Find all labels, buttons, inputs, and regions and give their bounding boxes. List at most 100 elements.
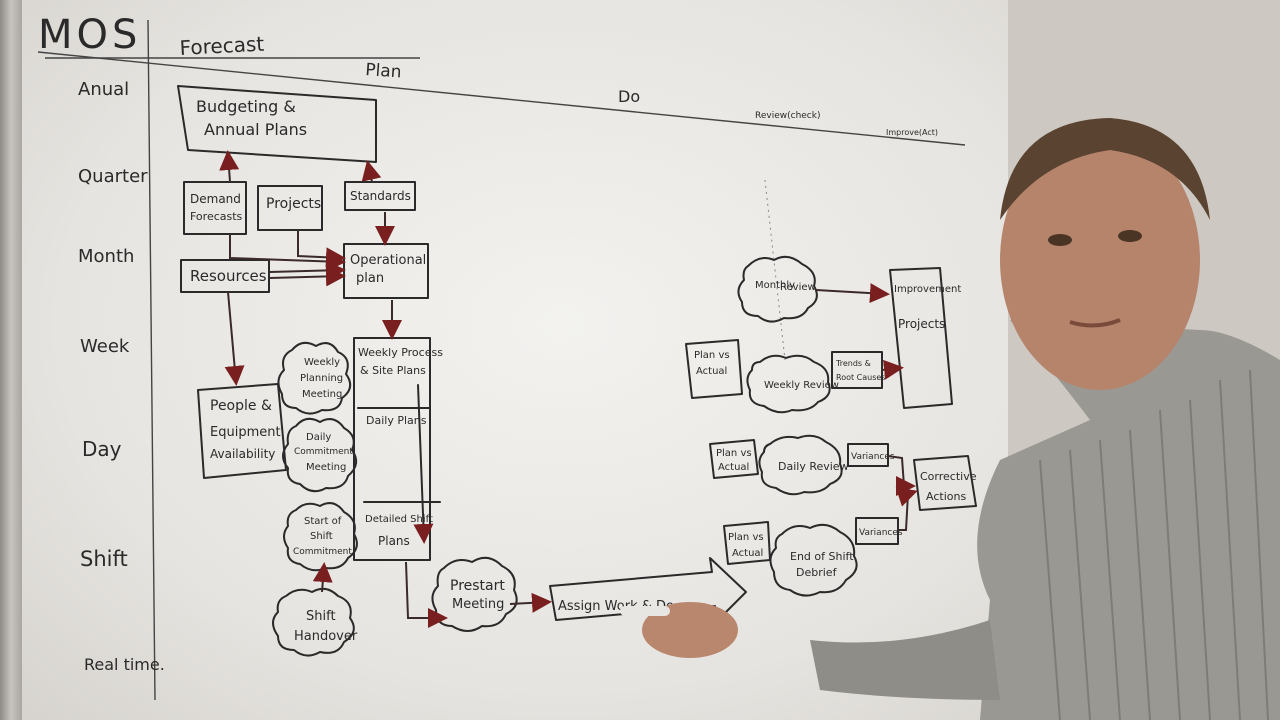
daily-commitment-label-3: Meeting xyxy=(306,462,346,473)
arrow-handover-start xyxy=(312,562,333,593)
column-plan: Plan xyxy=(365,60,402,82)
plan-actual-week-box: Plan vs Actual xyxy=(685,339,743,399)
presenter-head xyxy=(1000,130,1200,390)
corrective-actions-box: Corrective Actions xyxy=(913,455,977,511)
start-of-shift-cloud: Start of Shift Commitment xyxy=(283,502,358,572)
column-review: Review(check) xyxy=(755,111,820,121)
marker-pen xyxy=(620,606,670,616)
people-label-2: Equipment xyxy=(210,425,281,440)
standards-label: Standards xyxy=(350,189,411,203)
shift-handover-cloud: Shift Handover xyxy=(272,587,358,657)
row-header-divider xyxy=(147,19,156,701)
prestart-label-2: Meeting xyxy=(452,597,504,612)
operational-label-2: plan xyxy=(356,271,384,286)
daily-review-label: Daily Review xyxy=(778,460,849,473)
standards-box: Standards xyxy=(344,181,416,211)
demand-forecasts-box: Demand Forecasts xyxy=(183,181,247,235)
monthly-review-label-2: Review xyxy=(780,282,816,293)
monthly-review-cloud: Monthly Review xyxy=(737,255,818,323)
weekly-process-label-1: Weekly Process xyxy=(358,346,443,359)
demand-label-1: Demand xyxy=(190,192,241,206)
row-day: Day xyxy=(82,437,122,461)
projects-label: Projects xyxy=(266,196,321,212)
weekly-process-label-2: & Site Plans xyxy=(360,364,426,377)
shift-handover-label-2: Handover xyxy=(294,629,358,644)
row-quarter: Quarter xyxy=(78,166,148,187)
end-shift-label-1: End of Shift xyxy=(790,550,854,563)
daily-commitment-cloud: Daily Commitment Meeting xyxy=(282,417,358,493)
weekly-review-cloud: Weekly Review xyxy=(746,354,839,414)
end-of-shift-cloud: End of Shift Debrief xyxy=(769,523,858,597)
daily-review-cloud: Daily Review xyxy=(758,434,849,496)
resources-label: Resources xyxy=(190,267,267,285)
operational-label-1: Operational xyxy=(350,253,426,268)
people-equipment-box: People & Equipment Availability xyxy=(197,383,287,479)
arrow-variances-day-corrective xyxy=(887,455,916,496)
weekly-planning-label-3: Meeting xyxy=(302,389,342,400)
prestart-cloud: Prestart Meeting xyxy=(431,556,518,632)
projects-box: Projects xyxy=(257,185,323,231)
people-label-3: Availability xyxy=(210,447,275,461)
column-header-divider xyxy=(37,51,966,146)
plan-actual-shift-label-2: Actual xyxy=(732,548,763,559)
whiteboard-frame xyxy=(0,0,22,720)
corrective-label-2: Actions xyxy=(926,490,966,503)
end-shift-label-2: Debrief xyxy=(796,566,838,579)
presenter-hair xyxy=(1000,118,1210,220)
plan-actual-day-box: Plan vs Actual xyxy=(709,439,759,479)
budgeting-label-1: Budgeting & xyxy=(196,97,296,116)
presenter-arm xyxy=(810,620,1000,700)
arrow-trends-improvement xyxy=(881,359,904,380)
plan-actual-day-label-1: Plan vs xyxy=(716,448,752,459)
weekly-review-label: Weekly Review xyxy=(764,380,839,391)
improvement-label-2: Projects xyxy=(898,317,945,331)
row-annual: Anual xyxy=(78,79,129,100)
arrow-shift-prestart xyxy=(405,561,448,628)
arrow-projects-operational xyxy=(297,230,346,268)
variances-day-box: Variances xyxy=(847,443,895,467)
arrow-variances-shift-corrective xyxy=(895,487,918,531)
people-label-1: People & xyxy=(210,398,272,414)
start-shift-label-1: Start of xyxy=(304,516,342,527)
arrow-demand-budget xyxy=(219,150,240,183)
shift-handover-label-1: Shift xyxy=(306,609,336,624)
plan-actual-day-label-2: Actual xyxy=(718,462,749,473)
column-improve: Improve(Act) xyxy=(886,128,938,137)
row-week: Week xyxy=(80,336,130,357)
daily-plans-label: Daily Plans xyxy=(366,414,427,427)
row-realtime: Real time. xyxy=(84,655,165,674)
weekly-process-box: Weekly Process & Site Plans Daily Plans … xyxy=(353,337,443,561)
arrow-monthly-improvement xyxy=(815,283,890,304)
board-title: MOS xyxy=(38,12,141,58)
trends-label-2: Root Causes xyxy=(836,373,885,382)
row-month: Month xyxy=(78,246,134,267)
start-shift-label-2: Shift xyxy=(310,531,333,542)
arrow-prestart-assign xyxy=(509,592,552,613)
variances-day-label: Variances xyxy=(851,452,895,462)
weekly-planning-label-1: Weekly xyxy=(304,357,340,368)
weekly-planning-cloud: Weekly Planning Meeting xyxy=(277,341,352,415)
arrow-demand-operational xyxy=(229,234,346,272)
arrow-standards-budget xyxy=(361,160,382,183)
daily-commitment-label-2: Commitment xyxy=(294,447,353,457)
column-do: Do xyxy=(618,87,640,106)
column-forecast: Forecast xyxy=(179,32,265,60)
start-shift-label-3: Commitment xyxy=(293,547,352,557)
improvement-label-1: Improvement xyxy=(894,284,961,295)
review-divider xyxy=(764,179,786,361)
demand-label-2: Forecasts xyxy=(190,210,243,223)
row-shift: Shift xyxy=(80,547,128,571)
prestart-label-1: Prestart xyxy=(450,578,505,594)
resources-box: Resources xyxy=(180,259,270,293)
variances-shift-label: Variances xyxy=(859,528,903,538)
plan-actual-shift-label-1: Plan vs xyxy=(728,532,764,543)
monthly-review-label-1: Monthly xyxy=(755,280,795,291)
plan-actual-week-label-1: Plan vs xyxy=(694,350,730,361)
detailed-shift-label-2: Plans xyxy=(378,534,410,548)
presenter-hand xyxy=(642,602,738,658)
weekly-planning-label-2: Planning xyxy=(300,373,343,384)
daily-commitment-label-1: Daily xyxy=(306,432,331,443)
